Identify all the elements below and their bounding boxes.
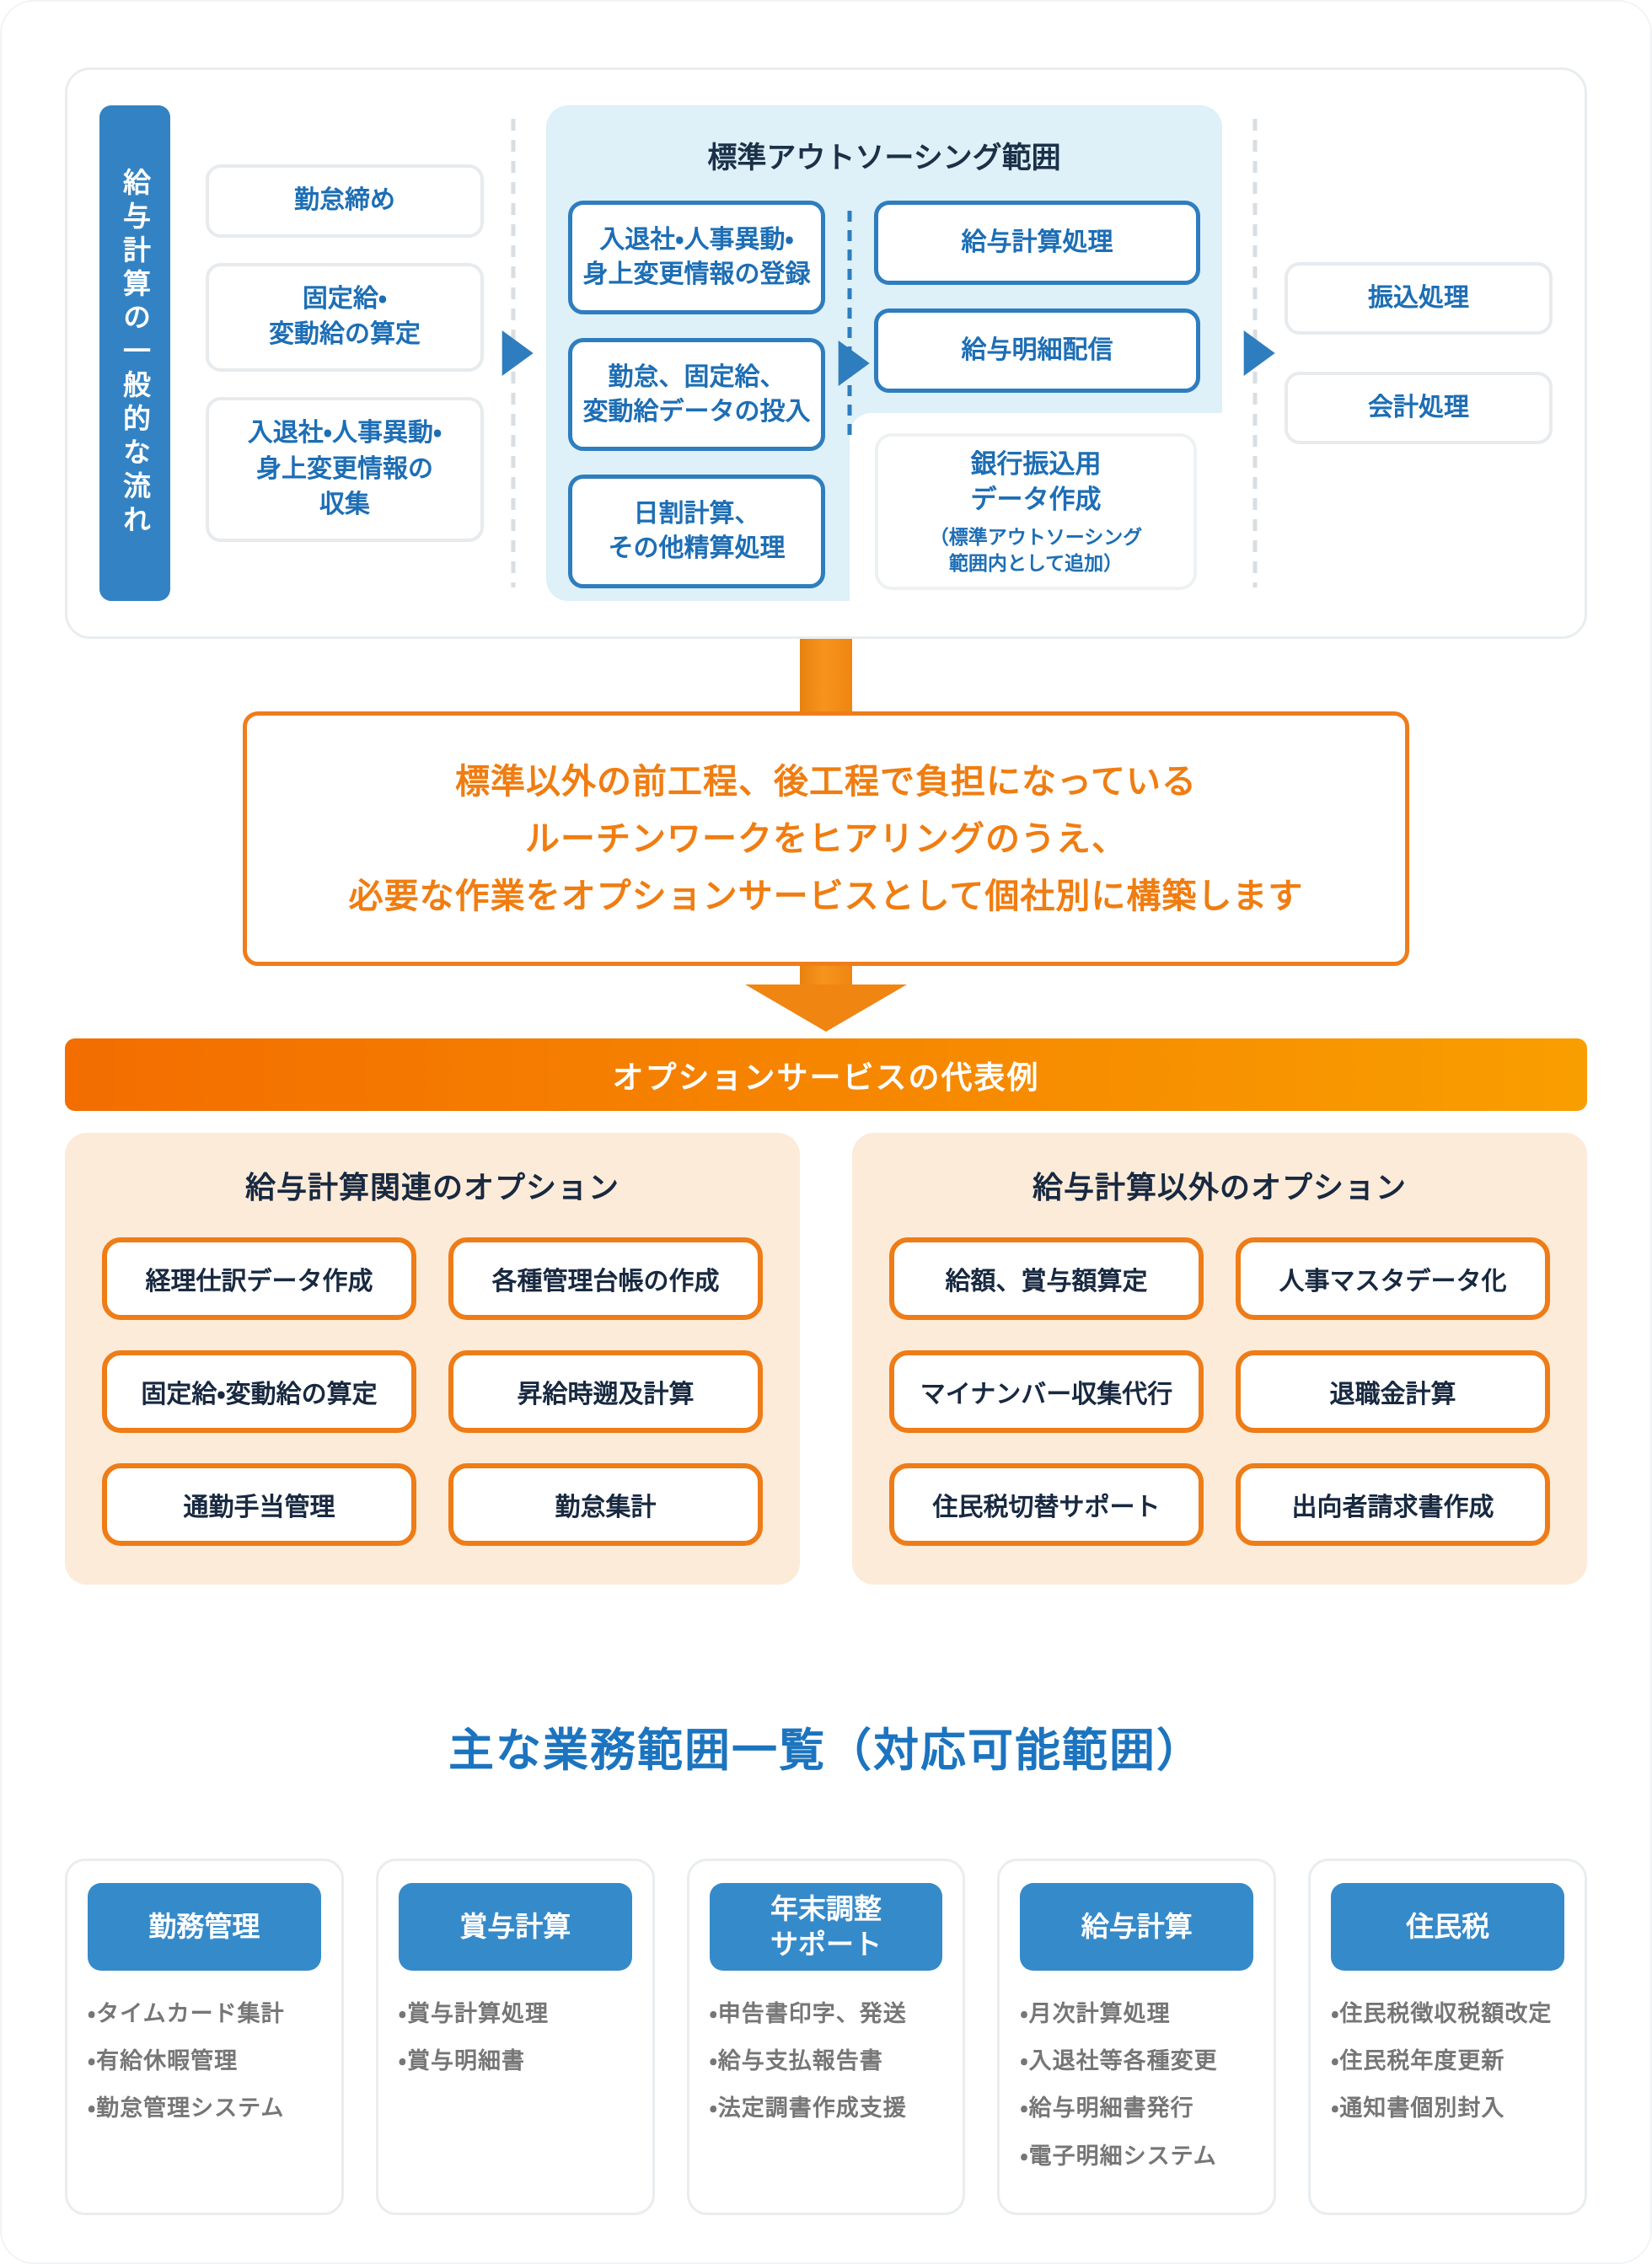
bullet-item: ・通知書個別封入 xyxy=(1331,2095,1505,2122)
bullet-item: ・賞与明細書 xyxy=(398,2048,525,2074)
option-button: 通勤手当管理 xyxy=(102,1463,416,1547)
option-callout-box: 標準以外の前工程、後工程で負担になっている ルーチンワークをヒアリングのうえ、 … xyxy=(243,711,1409,967)
standard-scope-panel: 標準アウトソーシング範囲 入退社・人事異動・ 身上変更情報の登録 勤怠、固定給、… xyxy=(546,105,1222,609)
payroll-flow-card: 給与計算の一般的な流れ 勤怠締め 固定給・ 変動給の算定 入退社・人事異動・ 身… xyxy=(65,67,1587,639)
flow-divider-2 xyxy=(1226,105,1285,601)
bullet-item: ・勤怠管理システム xyxy=(88,2095,285,2122)
arrow-right-icon xyxy=(502,330,534,376)
arrow-right-icon xyxy=(1243,330,1275,376)
bank-data-label: 銀行振込用 データ作成 xyxy=(970,449,1102,514)
step-box-kintai-shime: 勤怠締め xyxy=(206,164,484,238)
bullet-item: ・給与支払報告書 xyxy=(709,2048,883,2074)
bullet-item: ・タイムカード集計 xyxy=(88,2001,285,2027)
service-card-juminzei: 住民税 ・住民税徴収税額改定 ・住民税年度更新 ・通知書個別封入 xyxy=(1308,1859,1587,2215)
bullet-item: ・賞与計算処理 xyxy=(398,2001,549,2027)
option-panel-title: 給与計算関連のオプション xyxy=(244,1170,620,1205)
option-button: 人事マスタデータ化 xyxy=(1236,1237,1550,1321)
card-header: 住民税 xyxy=(1331,1883,1564,1972)
dashed-line-blue xyxy=(847,211,852,436)
bullet-item: ・住民税徴収税額改定 xyxy=(1331,2001,1553,2027)
bullet-item: ・給与明細書発行 xyxy=(1020,2095,1194,2122)
bullet-item: ・月次計算処理 xyxy=(1020,2001,1171,2027)
option-panel-payroll-related: 給与計算関連のオプション 経理仕訳データ作成 各種管理台帳の作成 固定給・変動給… xyxy=(65,1133,800,1585)
down-arrow-icon xyxy=(745,984,907,1033)
step-box-data-tonyu: 勤怠、固定給、 変動給データの投入 xyxy=(568,337,825,452)
option-button: 住民税切替サポート xyxy=(889,1463,1204,1547)
standard-scope-body: 入退社・人事異動・ 身上変更情報の登録 勤怠、固定給、 変動給データの投入 日割… xyxy=(568,201,1222,609)
option-grid: 給額、賞与額算定 人事マスタデータ化 マイナンバー収集代行 退職金計算 住民税切… xyxy=(889,1237,1550,1547)
scope-section-heading: 主な業務範囲一覧（対応可能範囲） xyxy=(448,1725,1204,1777)
card-header: 給与計算 xyxy=(1020,1883,1254,1972)
arrow-right-icon xyxy=(838,341,870,387)
step-box-kyuyo-keisan-shori: 給与計算処理 xyxy=(874,201,1200,285)
standard-scope-title: 標準アウトソーシング範囲 xyxy=(707,142,1061,174)
option-button: 出向者請求書作成 xyxy=(1236,1463,1550,1547)
card-header: 賞与計算 xyxy=(398,1883,632,1972)
card-header: 年末調整 サポート xyxy=(709,1883,943,1972)
bullet-item: ・入退社等各種変更 xyxy=(1020,2048,1218,2074)
option-callout-text: 標準以外の前工程、後工程で負担になっている ルーチンワークをヒアリングのうえ、 … xyxy=(348,762,1304,916)
option-button: 経理仕訳データ作成 xyxy=(102,1237,416,1321)
bullet-item: ・申告書印字、発送 xyxy=(709,2001,907,2027)
step-box-furikomi-shori: 振込処理 xyxy=(1285,262,1553,335)
option-panel-non-payroll: 給与計算以外のオプション 給額、賞与額算定 人事マスタデータ化 マイナンバー収集… xyxy=(852,1133,1587,1585)
option-button: マイナンバー収集代行 xyxy=(889,1350,1204,1434)
option-button: 固定給・変動給の算定 xyxy=(102,1350,416,1434)
down-connector-stem xyxy=(800,639,852,711)
service-card-nenmatsu-chosei: 年末調整 サポート ・申告書印字、発送 ・給与支払報告書 ・法定調書作成支援 xyxy=(686,1859,966,2215)
step-box-hiwari-keisan: 日割計算、 その他精算処理 xyxy=(568,475,825,588)
flow-divider-1 xyxy=(484,105,543,601)
bank-data-note: （標準アウトソーシング 範囲内として追加） xyxy=(929,525,1143,574)
option-button: 勤怠集計 xyxy=(448,1463,763,1547)
step-box-koteikyu-santei: 固定給・ 変動給の算定 xyxy=(206,262,484,372)
bank-data-cutout: 銀行振込用 データ作成 （標準アウトソーシング 範囲内として追加） xyxy=(850,413,1222,609)
scope-input-column: 入退社・人事異動・ 身上変更情報の登録 勤怠、固定給、 変動給データの投入 日割… xyxy=(568,201,825,588)
step-box-joho-shushu: 入退社・人事異動・ 身上変更情報の 収集 xyxy=(206,397,484,542)
bullet-item: ・電子明細システム xyxy=(1020,2143,1217,2169)
bullet-item: ・住民税年度更新 xyxy=(1331,2048,1505,2074)
step-box-kyuyo-meisai-haishin: 給与明細配信 xyxy=(874,308,1200,393)
option-panels-row: 給与計算関連のオプション 経理仕訳データ作成 各種管理台帳の作成 固定給・変動給… xyxy=(65,1133,1587,1585)
option-button: 退職金計算 xyxy=(1236,1350,1550,1434)
scope-output-column: 給与計算処理 給与明細配信 銀行振込用 データ作成 （標準アウトソーシング 範囲… xyxy=(850,201,1222,609)
option-panel-title: 給与計算以外のオプション xyxy=(1032,1170,1407,1205)
options-banner: オプションサービスの代表例 xyxy=(65,1038,1587,1112)
flow-sidebar-label: 給与計算の一般的な流れ xyxy=(119,168,151,539)
step-box-joho-toroku: 入退社・人事異動・ 身上変更情報の登録 xyxy=(568,201,825,314)
bullet-item: ・法定調書作成支援 xyxy=(709,2095,907,2122)
service-cards-row: 勤務管理 ・タイムカード集計 ・有給休暇管理 ・勤怠管理システム 賞与計算 ・賞… xyxy=(65,1859,1587,2215)
pre-steps-column: 勤怠締め 固定給・ 変動給の算定 入退社・人事異動・ 身上変更情報の 収集 xyxy=(206,105,484,601)
service-card-kyuyo-keisan: 給与計算 ・月次計算処理 ・入退社等各種変更 ・給与明細書発行 ・電子明細システ… xyxy=(997,1859,1277,2215)
service-card-shoyo-keisan: 賞与計算 ・賞与計算処理 ・賞与明細書 xyxy=(375,1859,655,2215)
bank-data-box: 銀行振込用 データ作成 （標準アウトソーシング 範囲内として追加） xyxy=(875,433,1197,590)
option-button: 昇給時遡及計算 xyxy=(448,1350,763,1434)
post-steps-column: 振込処理 会計処理 xyxy=(1285,105,1553,601)
service-card-kinmu-kanri: 勤務管理 ・タイムカード集計 ・有給休暇管理 ・勤怠管理システム xyxy=(65,1859,344,2215)
option-grid: 経理仕訳データ作成 各種管理台帳の作成 固定給・変動給の算定 昇給時遡及計算 通… xyxy=(102,1237,763,1547)
down-connector-stem xyxy=(800,966,852,985)
step-box-kaikei-shori: 会計処理 xyxy=(1285,372,1553,444)
card-header: 勤務管理 xyxy=(88,1883,321,1972)
flow-sidebar-pill: 給与計算の一般的な流れ xyxy=(99,105,170,601)
scope-divider xyxy=(825,201,874,588)
option-button: 給額、賞与額算定 xyxy=(889,1237,1204,1321)
bullet-item: ・有給休暇管理 xyxy=(88,2048,239,2074)
option-button: 各種管理台帳の作成 xyxy=(448,1237,763,1321)
